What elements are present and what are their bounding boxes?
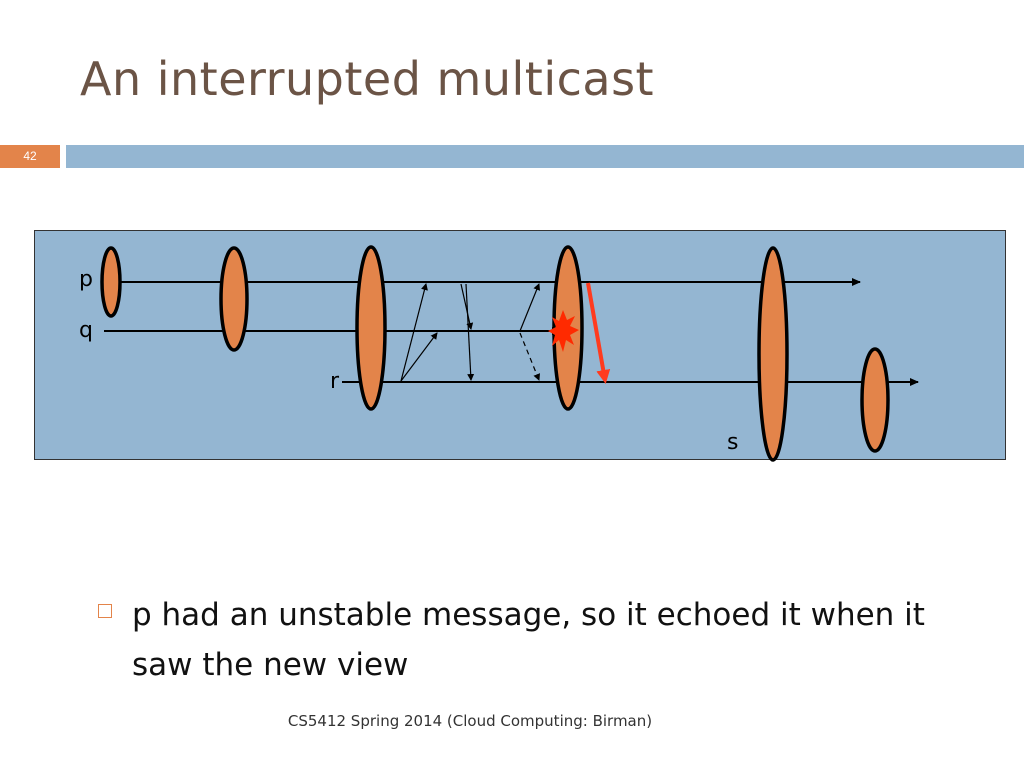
page-number: 42 <box>0 145 60 168</box>
slide-title: An interrupted multicast <box>80 52 655 106</box>
footer-text: CS5412 Spring 2014 (Cloud Computing: Bir… <box>287 712 653 730</box>
bullet-text: p had an unstable message, so it echoed … <box>132 597 925 683</box>
diagram-panel <box>34 230 1006 460</box>
bullet-marker <box>98 604 112 618</box>
title-divider-bar <box>66 145 1024 168</box>
slide-footer: CS5412 Spring 2014 (Cloud Computing: Bir… <box>0 712 940 730</box>
